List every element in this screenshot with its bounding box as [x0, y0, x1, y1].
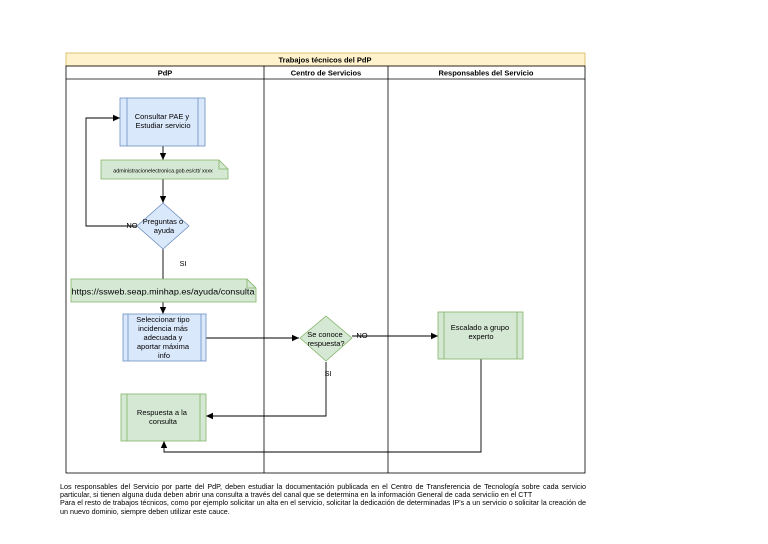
- decision-preguntas-ayuda-label: Preguntas o ayuda: [143, 217, 186, 235]
- lane-title-centro-servicios: Centro de Servicios: [291, 69, 361, 78]
- footer-paragraph-2: Para el resto de trabajos técnicos, como…: [60, 498, 586, 516]
- node-consultar-pae-line-2: Estudiar servicio: [135, 121, 190, 130]
- node-escalado-grupo-experto-box: [437, 311, 524, 360]
- node-escalado-grupo-experto: Escalado a grupo experto: [437, 311, 524, 360]
- note-fold: [218, 160, 228, 170]
- node-escalado-grupo-experto-line-1: Escalado a grupo: [451, 323, 509, 332]
- node-seleccionar-incidencia-line-3: adecuada y: [144, 333, 183, 342]
- node-seleccionar-incidencia-line-1: Seleccionar tipo: [136, 315, 189, 324]
- lane-title-responsables: Responsables del Servicio: [438, 69, 533, 78]
- node-doc-ayuda-url-shape: [70, 278, 257, 303]
- edge-labels: NO SI NO SI: [126, 221, 367, 378]
- edge-label-preguntas-si: SI: [179, 259, 186, 268]
- swimlane-pool: Trabajos técnicos del PdP PdP Centro de …: [65, 52, 586, 474]
- node-respuesta-consulta-box: [120, 393, 207, 442]
- decision-se-conoce-respuesta-label: Se conoce respuesta?: [307, 330, 345, 348]
- pool-title: Trabajos técnicos del PdP: [279, 56, 372, 65]
- node-consultar-pae-line-1: Consultar PAE y: [135, 112, 190, 121]
- decision-se-conoce-respuesta-line-2: respuesta?: [307, 339, 344, 348]
- lane-title-pdp: PdP: [158, 69, 173, 78]
- decision-preguntas-ayuda-shape: [136, 202, 190, 250]
- node-consultar-pae-label: Consultar PAE y Estudiar servicio: [135, 112, 192, 130]
- node-escalado-grupo-experto-line-2: experto: [468, 332, 493, 341]
- decision-preguntas-ayuda-line-2: ayuda: [154, 226, 175, 235]
- node-respuesta-consulta-line-2: consulta: [149, 417, 178, 426]
- edge-label-conoce-no: NO: [356, 331, 367, 340]
- node-seleccionar-incidencia-line-4: aportar máxima: [137, 342, 190, 351]
- decision-se-conoce-respuesta-line-1: Se conoce: [307, 330, 342, 339]
- node-doc-ayuda-url: https://ssweb.seap.minhap.es/ayuda/consu…: [70, 278, 257, 303]
- node-doc-ctt-link: administracionelectronica.gob.es/ctt/ xx…: [100, 159, 229, 180]
- node-doc-ayuda-url-label: https://ssweb.seap.minhap.es/ayuda/consu…: [72, 287, 255, 297]
- node-respuesta-consulta-label: Respuesta a la consulta: [137, 408, 189, 426]
- edges: [85, 114, 482, 453]
- node-seleccionar-incidencia-line-2: incidencia más: [138, 324, 188, 333]
- note-fold: [246, 279, 256, 289]
- node-seleccionar-incidencia-label: Seleccionar tipo incidencia más adecuada…: [136, 315, 191, 360]
- node-escalado-grupo-experto-label: Escalado a grupo experto: [451, 323, 511, 341]
- pool-frame: [65, 65, 586, 474]
- edge-label-conoce-si: SI: [324, 369, 331, 378]
- node-seleccionar-incidencia-box: [122, 313, 207, 362]
- footer-paragraph-1: Los responsables del Servicio por parte …: [60, 482, 586, 500]
- edge-label-preguntas-no: NO: [126, 221, 137, 230]
- node-consultar-pae: Consultar PAE y Estudiar servicio: [119, 97, 206, 147]
- node-seleccionar-incidencia: Seleccionar tipo incidencia más adecuada…: [122, 313, 207, 362]
- edge-preguntas-no-loop: [85, 114, 137, 227]
- node-consultar-pae-box: [119, 97, 206, 147]
- decision-se-conoce-respuesta: Se conoce respuesta?: [299, 315, 353, 362]
- edge-conoce-si-to-respuesta: [206, 362, 327, 420]
- decision-preguntas-ayuda: Preguntas o ayuda: [136, 202, 190, 250]
- edge-escalado-to-respuesta: [160, 359, 482, 453]
- footer-notes: Los responsables del Servicio por parte …: [60, 482, 586, 516]
- node-doc-ctt-link-label: administracionelectronica.gob.es/ctt/ xx…: [113, 169, 213, 175]
- decision-preguntas-ayuda-line-1: Preguntas o: [143, 217, 183, 226]
- decision-se-conoce-respuesta-shape: [299, 315, 353, 362]
- node-seleccionar-incidencia-line-5: info: [158, 351, 170, 360]
- node-doc-ctt-link-shape: [100, 159, 229, 180]
- node-respuesta-consulta-line-1: Respuesta a la: [137, 408, 188, 417]
- node-respuesta-consulta: Respuesta a la consulta: [120, 393, 207, 442]
